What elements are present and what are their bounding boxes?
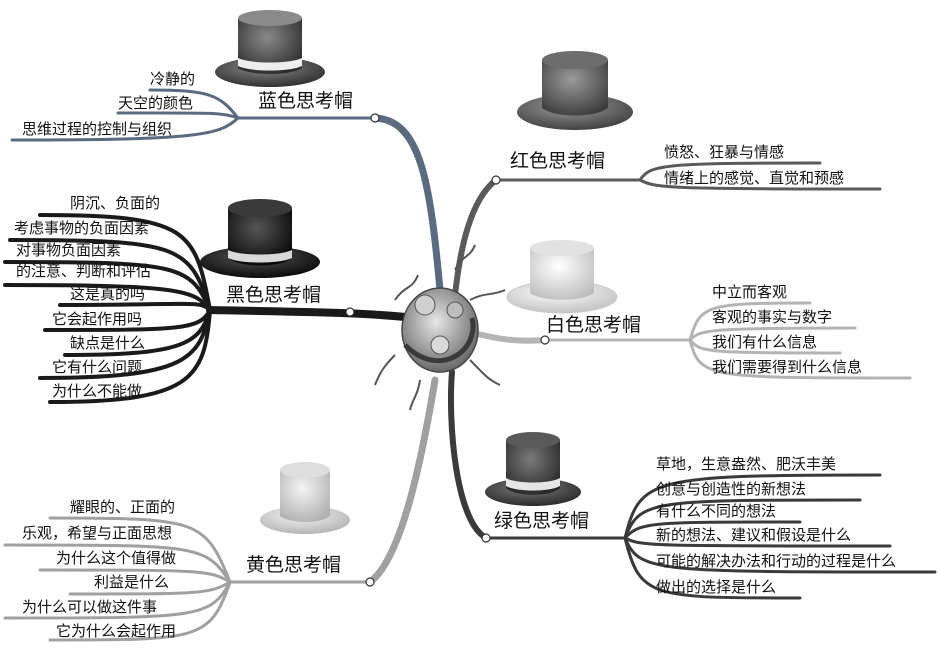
top-hat-icon-black xyxy=(200,199,320,278)
list-item: 可能的解决办法和行动的过程是什么 xyxy=(656,552,897,570)
top-hat-icon-white xyxy=(506,240,618,314)
node-dot-blue xyxy=(370,113,380,123)
top-hat-icon-green xyxy=(485,432,581,506)
node-dot-yellow xyxy=(365,577,375,587)
list-item: 情绪上的感觉、直觉和预感 xyxy=(664,169,845,187)
list-item: 乐观，希望与正面思想 xyxy=(22,524,173,542)
list-item: 对事物负面因素 xyxy=(16,241,122,259)
list-item: 为什么这个值得做 xyxy=(56,549,177,567)
green-hat-title: 绿色思考帽 xyxy=(494,510,590,532)
list-item: 做出的选择是什么 xyxy=(656,578,777,596)
list-item: 思维过程的控制与组织 xyxy=(22,120,173,138)
trunk-white xyxy=(467,329,548,344)
list-item: 缺点是什么 xyxy=(70,334,146,352)
list-item: 新的想法、建议和假设是什么 xyxy=(656,526,852,544)
blue-hat-title: 蓝色思考帽 xyxy=(258,90,354,112)
top-hat-icon-yellow xyxy=(260,462,350,534)
list-item: 我们需要得到什么信息 xyxy=(712,358,863,376)
list-item: 为什么可以做这件事 xyxy=(22,598,158,616)
trunk-black xyxy=(206,306,419,322)
trunk-yellow xyxy=(366,376,439,586)
brain-burst-icon xyxy=(374,244,506,411)
list-item: 为什么不能做 xyxy=(52,382,143,400)
list-item: 它有什么问题 xyxy=(52,358,143,376)
black-hat-title: 黑色思考帽 xyxy=(226,284,322,306)
list-item: 它为什么会起作用 xyxy=(56,622,177,640)
list-item: 冷静的 xyxy=(150,70,196,88)
trunk-red xyxy=(452,177,499,298)
node-dot-black xyxy=(345,307,355,317)
trunk-blue xyxy=(371,114,444,294)
node-dot-green xyxy=(481,533,491,543)
list-item: 耀眼的、正面的 xyxy=(70,498,176,516)
list-item: 愤怒、狂暴与情感 xyxy=(664,143,785,161)
list-item: 有什么不同的想法 xyxy=(656,502,777,520)
list-item: 中立而客观 xyxy=(712,283,788,301)
list-item: 草地，生意盎然、肥沃丰美 xyxy=(656,455,837,473)
list-item: 客观的事实与数字 xyxy=(712,308,833,326)
node-dot-white xyxy=(540,335,550,345)
node-dot-red xyxy=(491,175,501,185)
list-item: 阴沉、负面的 xyxy=(70,194,161,212)
top-hat-icon-red xyxy=(517,51,633,130)
list-item: 利益是什么 xyxy=(94,573,170,591)
list-item: 天空的颜色 xyxy=(118,94,194,112)
list-item: 这是真的吗 xyxy=(70,285,146,303)
list-item: 我们有什么信息 xyxy=(712,333,818,351)
top-hat-icon-blue xyxy=(215,10,325,87)
yellow-hat-title: 黄色思考帽 xyxy=(246,554,342,576)
list-item: 它会起作用吗 xyxy=(52,310,143,328)
trunk-green xyxy=(447,369,489,541)
red-hat-title: 红色思考帽 xyxy=(510,150,606,172)
white-hat-title: 白色思考帽 xyxy=(546,314,642,336)
list-item: 的注意、判断和评估 xyxy=(16,262,152,280)
list-item: 创意与创造性的新想法 xyxy=(656,480,807,498)
list-item: 考虑事物的负面因素 xyxy=(14,219,150,237)
